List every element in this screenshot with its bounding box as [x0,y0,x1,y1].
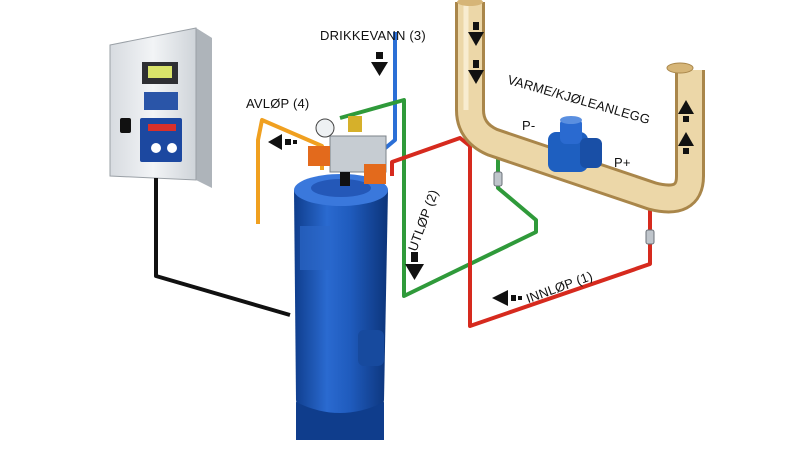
red-line [390,136,652,328]
tank-fittings [308,116,387,186]
valve-icon [493,171,655,245]
drain-label: AVLØP (4) [246,96,310,111]
tank [294,174,388,440]
arrow-down-icon [468,22,484,84]
arrow-down-icon [371,52,388,76]
arrow-left-icon [268,134,297,150]
arrow-up-icon [678,100,694,154]
p-minus-label: P- [522,118,536,133]
drinking-water-label: DRIKKEVANN (3) [320,28,426,43]
power-cable [154,178,291,317]
heating-cooling-pipe [455,0,705,214]
control-cabinet-icon [109,27,212,188]
green-line [339,98,538,298]
arrow-left-icon [492,290,522,306]
drinking-water-line [381,32,397,152]
arrow-down-icon [405,252,424,280]
p-plus-label: P+ [614,155,631,170]
